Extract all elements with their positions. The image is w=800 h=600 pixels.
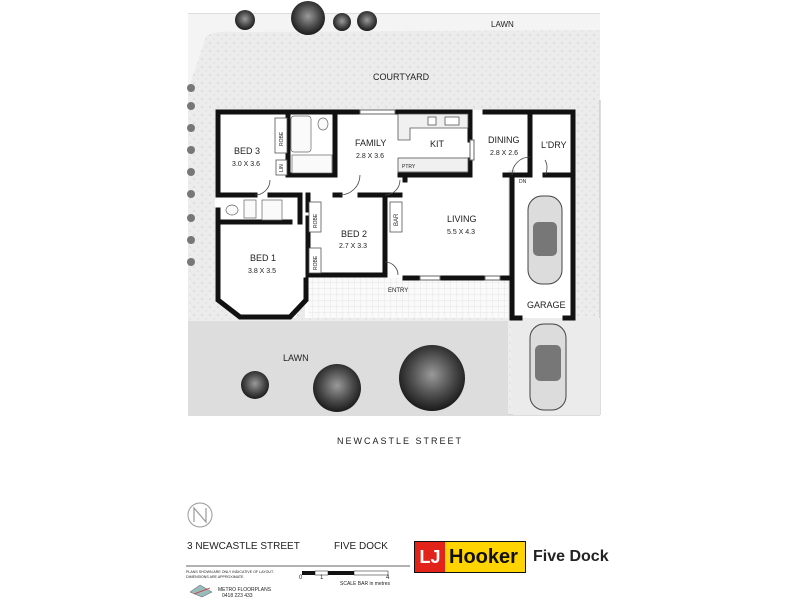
drafter-name: METRO FLOORPLANS bbox=[218, 587, 272, 593]
tree-top-4 bbox=[357, 11, 377, 31]
suburb-text: FIVE DOCK bbox=[334, 541, 388, 552]
disclaimer-2: DIMENSIONS ARE APPROXIMATE. bbox=[186, 575, 244, 579]
tree-top-2 bbox=[291, 1, 325, 35]
tree-top-3 bbox=[333, 13, 351, 31]
branch-name: Five Dock bbox=[533, 548, 609, 565]
family-name: FAMILY bbox=[355, 138, 386, 148]
tree-front-3 bbox=[399, 345, 465, 411]
hooker-wordmark: Hooker bbox=[445, 542, 525, 572]
lin-label: LIN bbox=[279, 164, 285, 172]
trees bbox=[187, 1, 465, 412]
disclaimer-1: PLANS SHOWN ARE ONLY INDICATIVE OF LAYOU… bbox=[186, 570, 274, 574]
scale-bar bbox=[302, 570, 389, 576]
living-name: LIVING bbox=[447, 214, 477, 224]
dining-name: DINING bbox=[488, 135, 520, 145]
lawn-top-label: LAWN bbox=[491, 20, 514, 29]
robe-bed3-label: ROBE bbox=[279, 131, 285, 146]
drafter-logo-icon bbox=[189, 584, 213, 598]
scale-1: 1 bbox=[320, 575, 324, 581]
dn-label: DN bbox=[519, 179, 527, 185]
bar-label: BAR bbox=[394, 213, 400, 226]
ldry-name: L'DRY bbox=[541, 140, 567, 150]
dining-dims: 2.8 X 2.6 bbox=[490, 150, 518, 157]
lj-hooker-logo: LJ Hooker bbox=[414, 541, 526, 573]
tree-front-2 bbox=[313, 364, 361, 412]
garage-name: GARAGE bbox=[527, 300, 566, 310]
lawn-bottom-label: LAWN bbox=[283, 353, 309, 363]
tree-top-1 bbox=[235, 10, 255, 30]
street-label: NEWCASTLE STREET bbox=[337, 436, 463, 446]
lawn-top-area bbox=[188, 14, 600, 90]
robe-bed1-label: ROBE bbox=[313, 255, 319, 270]
joinery bbox=[274, 117, 403, 274]
kit-name: KIT bbox=[430, 139, 445, 149]
doors bbox=[254, 156, 548, 276]
living-dims: 5.5 X 4.3 bbox=[447, 229, 475, 236]
north-arrow-icon bbox=[187, 502, 213, 528]
car-in-garage bbox=[527, 195, 563, 285]
bed1-name: BED 1 bbox=[250, 253, 276, 263]
pantry-label: PTRY bbox=[402, 164, 416, 170]
bed2-name: BED 2 bbox=[341, 229, 367, 239]
bed3-dims: 3.0 X 3.6 bbox=[232, 161, 260, 168]
bed2-dims: 2.7 X 3.3 bbox=[339, 243, 367, 250]
robe-bed2-label: ROBE bbox=[313, 213, 319, 228]
scale-caption: SCALE BAR in metres bbox=[340, 581, 391, 587]
bathroom-fixtures bbox=[225, 115, 333, 221]
windows bbox=[359, 109, 501, 281]
scale-4: 4 bbox=[386, 575, 390, 581]
courtyard-label: COURTYARD bbox=[373, 72, 430, 82]
address-text: 3 NEWCASTLE STREET bbox=[187, 541, 300, 552]
entry-paving bbox=[308, 278, 508, 318]
shrubs-left bbox=[187, 84, 195, 266]
entry-name: ENTRY bbox=[388, 288, 408, 294]
bed3-name: BED 3 bbox=[234, 146, 260, 156]
scale-0: 0 bbox=[299, 575, 303, 581]
drafter-phone: 0418 223 433 bbox=[222, 593, 253, 599]
car-in-driveway bbox=[529, 323, 567, 411]
lj-mark: LJ bbox=[415, 542, 445, 572]
bed1-dims: 3.8 X 3.5 bbox=[248, 268, 276, 275]
family-dims: 2.8 X 3.6 bbox=[356, 153, 384, 160]
kitchen-benches bbox=[397, 113, 469, 173]
tree-front-1 bbox=[241, 371, 269, 399]
